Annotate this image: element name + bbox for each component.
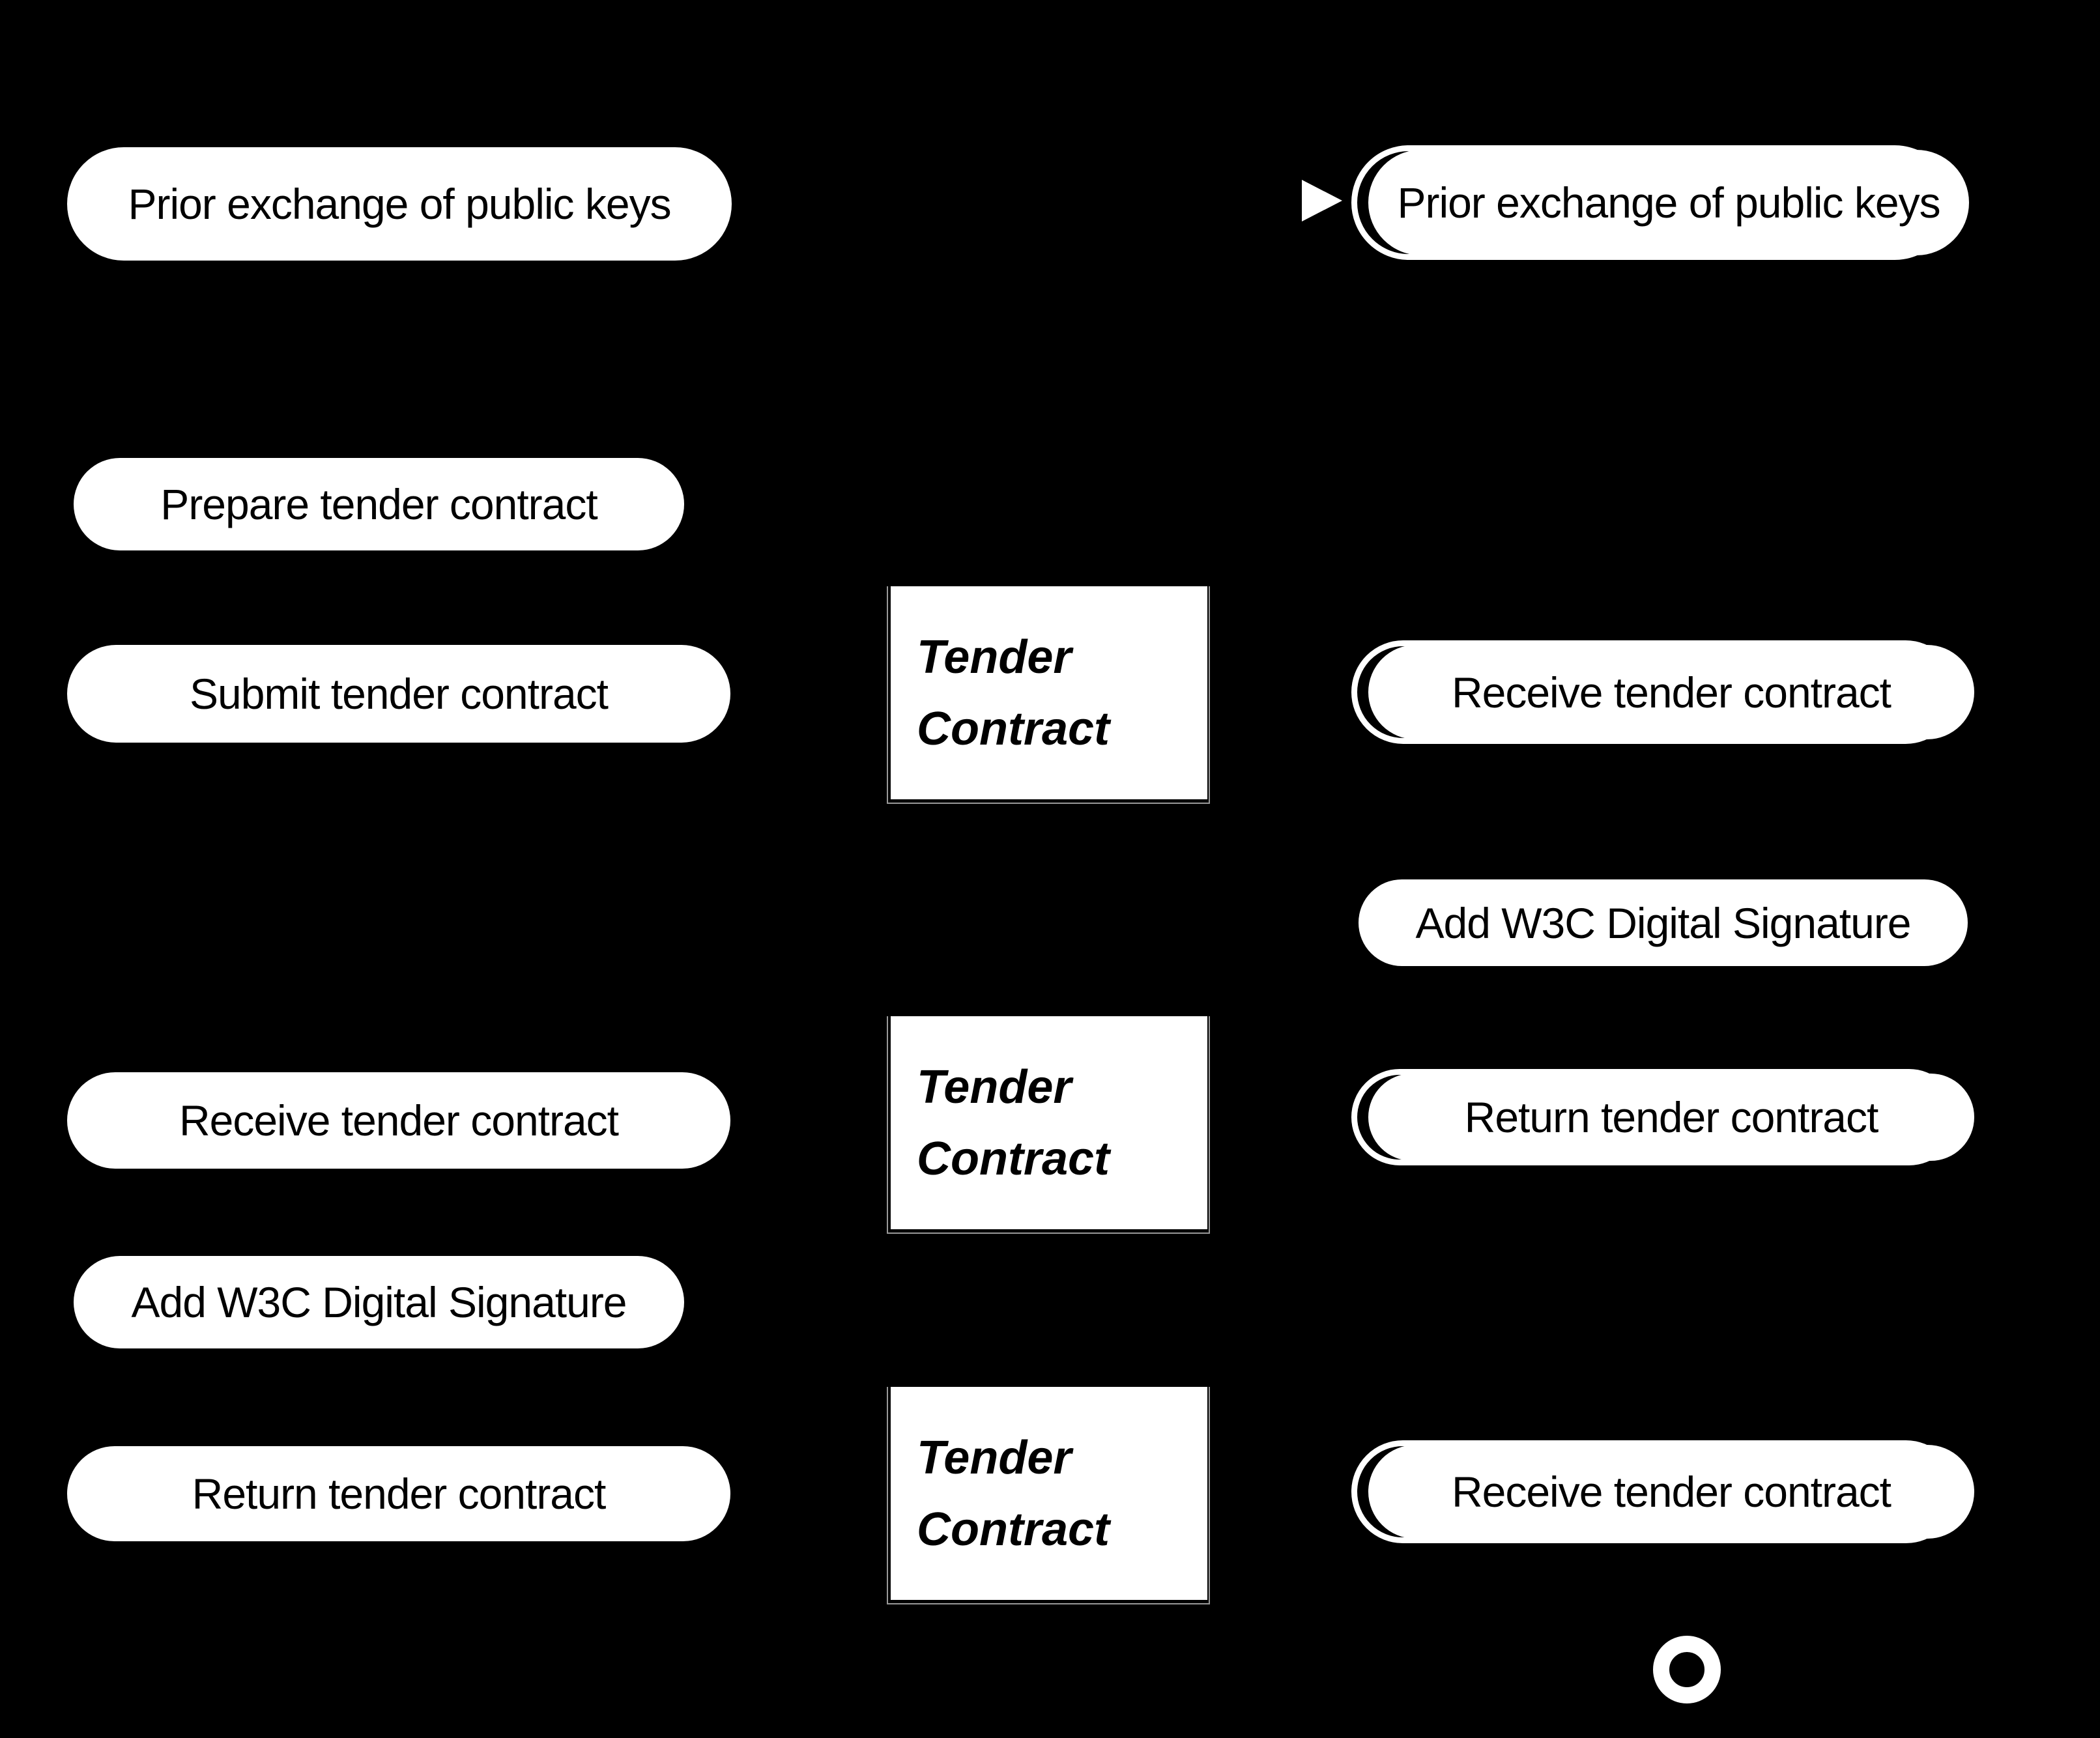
task-prepare-tender-contract: Prepare tender contract: [74, 458, 684, 550]
task-label: Receive tender contract: [1368, 1445, 1974, 1539]
task-receive-tender-contract-right-1: Receive tender contract: [1351, 640, 1974, 744]
data-object-label-line: Tender: [917, 1061, 1072, 1113]
data-object-label-line: Tender: [917, 1431, 1072, 1484]
data-object-tender-contract-2: Tender Contract: [887, 1016, 1210, 1234]
end-event-icon: [1653, 1636, 1721, 1703]
data-object-label-line: Contract: [917, 1132, 1110, 1185]
task-receive-tender-contract-left: Receive tender contract: [67, 1072, 730, 1169]
data-object-edge: [887, 1387, 888, 1604]
data-object-label: Tender Contract: [917, 1016, 1110, 1229]
data-object-edge: [887, 1603, 1210, 1604]
task-receive-tender-contract-right-2: Receive tender contract: [1351, 1440, 1974, 1543]
data-object-edge: [1209, 1016, 1210, 1234]
task-prior-exchange-of-public-keys-left: Prior exchange of public keys: [67, 147, 732, 261]
data-object-edge: [887, 586, 888, 804]
data-object-tender-contract-3: Tender Contract: [887, 1387, 1210, 1604]
data-object-label-line: Contract: [917, 1503, 1110, 1556]
data-object-tender-contract-1: Tender Contract: [887, 586, 1210, 804]
task-return-tender-contract-right: Return tender contract: [1351, 1069, 1974, 1165]
task-label: Receive tender contract: [1368, 645, 1974, 739]
task-label: Return tender contract: [1368, 1074, 1974, 1161]
message-arrowhead-icon: [1302, 180, 1342, 221]
task-add-w3c-digital-signature-left: Add W3C Digital Signature: [74, 1256, 684, 1348]
data-object-label: Tender Contract: [917, 586, 1110, 799]
task-add-w3c-digital-signature-right: Add W3C Digital Signature: [1359, 879, 1968, 966]
data-object-edge: [1209, 1387, 1210, 1604]
task-prior-exchange-of-public-keys-right: Prior exchange of public keys: [1351, 145, 1969, 260]
data-object-label-line: Tender: [917, 631, 1072, 683]
data-object-label-line: Contract: [917, 702, 1110, 755]
task-return-tender-contract-left: Return tender contract: [67, 1446, 730, 1541]
data-object-edge: [887, 1016, 888, 1234]
data-object-label: Tender Contract: [917, 1387, 1110, 1600]
data-object-edge: [1209, 586, 1210, 804]
data-object-edge: [887, 803, 1210, 804]
data-object-edge: [887, 1232, 1210, 1234]
task-label: Prior exchange of public keys: [1368, 150, 1969, 255]
task-submit-tender-contract: Submit tender contract: [67, 645, 730, 743]
